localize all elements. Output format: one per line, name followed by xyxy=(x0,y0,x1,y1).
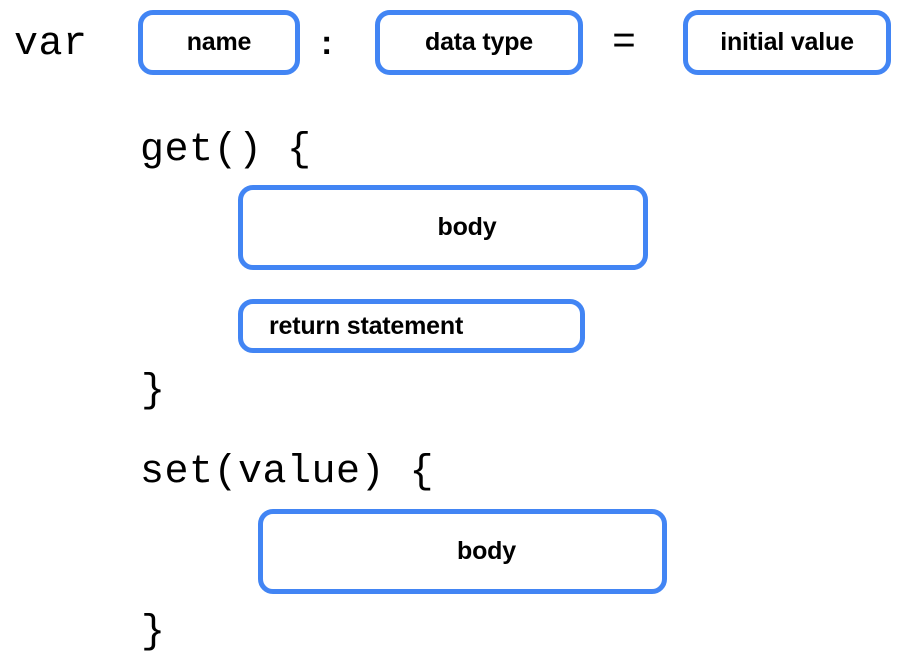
slot-get-body[interactable]: body xyxy=(238,185,648,270)
equals-separator: = xyxy=(612,21,637,66)
colon-separator: : xyxy=(321,24,333,62)
var-keyword: var xyxy=(14,22,88,67)
slot-set-body-label: body xyxy=(457,537,516,565)
slot-return-statement[interactable]: return statement xyxy=(238,299,585,353)
getter-closing-brace: } xyxy=(141,369,166,414)
setter-signature: set(value) { xyxy=(140,450,435,495)
slot-name-label: name xyxy=(186,28,252,56)
slot-return-statement-label: return statement xyxy=(269,311,464,340)
slot-initial-value-label: initial value xyxy=(720,28,854,56)
slot-get-body-label: body xyxy=(437,213,497,241)
setter-closing-brace: } xyxy=(141,610,166,655)
slot-name[interactable]: name xyxy=(138,10,300,75)
slot-data-type[interactable]: data type xyxy=(375,10,583,75)
slot-data-type-label: data type xyxy=(425,28,533,56)
slot-initial-value[interactable]: initial value xyxy=(683,10,891,75)
getter-signature: get() { xyxy=(140,128,312,173)
slot-set-body[interactable]: body xyxy=(258,509,667,594)
